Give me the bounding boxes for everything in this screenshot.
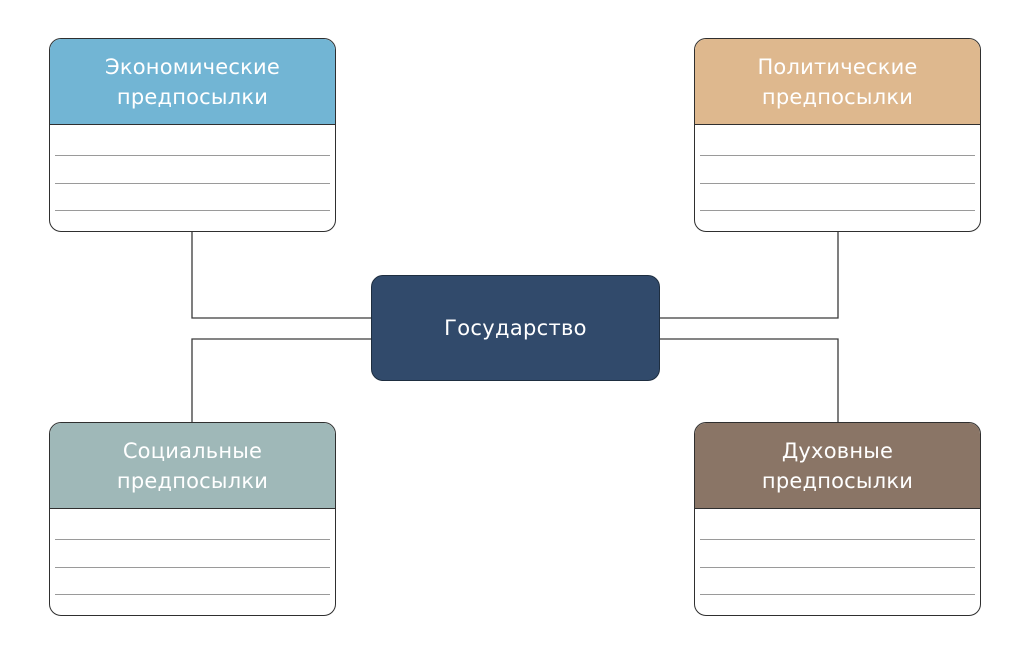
card-economic-preconditions: Экономические предпосылки: [49, 38, 336, 232]
card-political-lines: [695, 125, 980, 231]
card-political-header: Политические предпосылки: [695, 39, 980, 125]
blank-line: [55, 183, 330, 184]
center-node-state: Государство: [371, 275, 660, 381]
card-social-title: Социальные предпосылки: [116, 438, 269, 493]
card-political-preconditions: Политические предпосылки: [694, 38, 981, 232]
card-spiritual-lines: [695, 509, 980, 615]
blank-line: [55, 210, 330, 211]
blank-line: [700, 539, 975, 540]
card-spiritual-preconditions: Духовные предпосылки: [694, 422, 981, 616]
blank-line: [55, 155, 330, 156]
connector-social: [191, 338, 371, 422]
card-economic-title: Экономические предпосылки: [105, 54, 280, 109]
card-social-preconditions: Социальные предпосылки: [49, 422, 336, 616]
blank-line: [55, 539, 330, 540]
blank-line: [700, 594, 975, 595]
blank-line: [700, 183, 975, 184]
card-social-header: Социальные предпосылки: [50, 423, 335, 509]
blank-line: [700, 155, 975, 156]
blank-line: [55, 567, 330, 568]
card-spiritual-title: Духовные предпосылки: [761, 438, 914, 493]
blank-line: [700, 210, 975, 211]
card-economic-lines: [50, 125, 335, 231]
card-political-title: Политические предпосылки: [757, 54, 918, 109]
connector-economic: [191, 232, 371, 319]
card-social-lines: [50, 509, 335, 615]
connector-spiritual: [660, 338, 839, 422]
blank-line: [55, 594, 330, 595]
blank-line: [700, 567, 975, 568]
card-economic-header: Экономические предпосылки: [50, 39, 335, 125]
card-spiritual-header: Духовные предпосылки: [695, 423, 980, 509]
connector-political: [660, 232, 839, 319]
center-node-label: Государство: [444, 316, 587, 340]
